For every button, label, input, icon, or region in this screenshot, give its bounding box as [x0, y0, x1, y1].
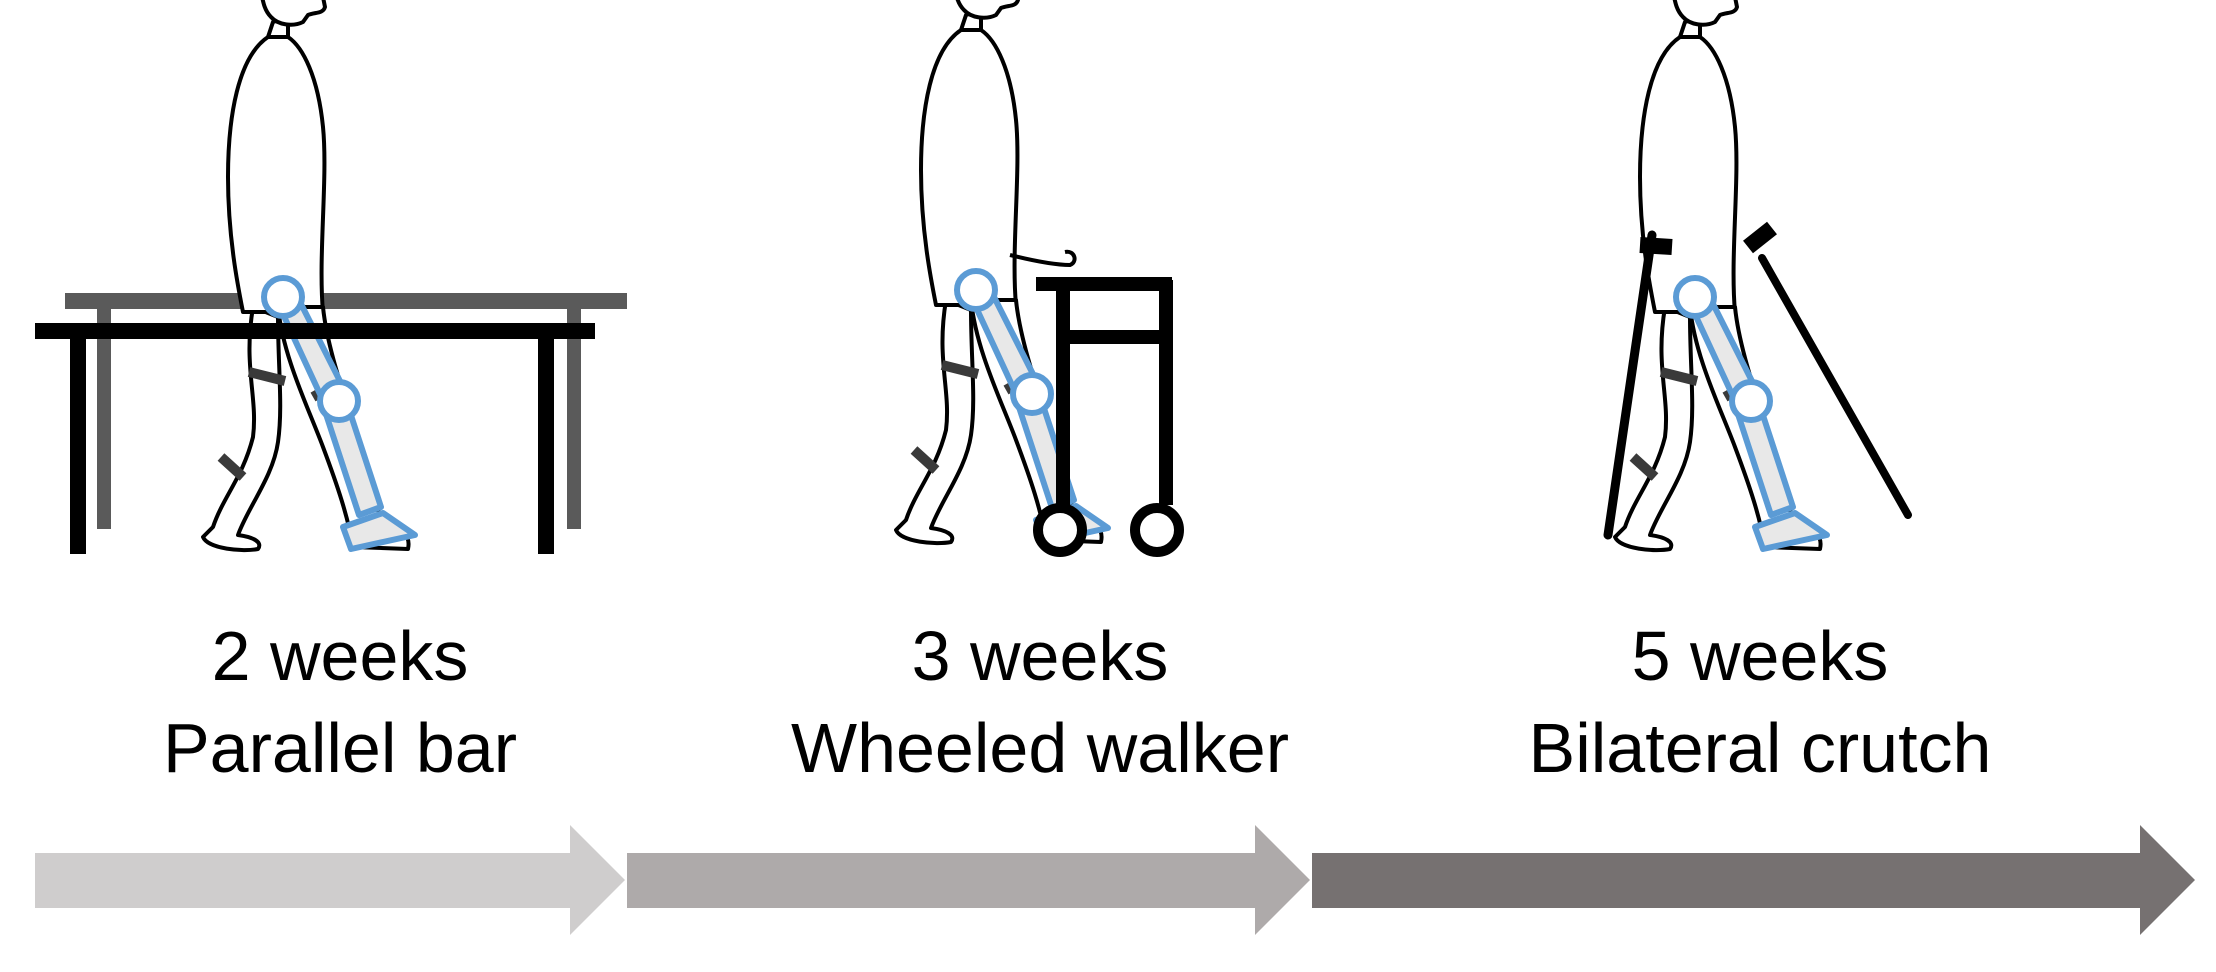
patient-figure-2 [896, 0, 1108, 543]
stage-2-label: 3 weeks Wheeled walker [690, 610, 1390, 794]
parallel-bar-rear [65, 293, 627, 529]
parallel-bar-front [35, 323, 595, 554]
stage-3-illustration [1603, 0, 1912, 550]
stage-2-illustration [896, 0, 1184, 557]
progress-arrow-1 [35, 825, 625, 935]
stage-1-illustration [35, 0, 627, 554]
progress-arrows [35, 825, 2195, 935]
stage-2-aid: Wheeled walker [791, 709, 1289, 787]
crutch-rear [1743, 221, 1912, 519]
stage-3-label: 5 weeks Bilateral crutch [1410, 610, 2110, 794]
stage-1-label: 2 weeks Parallel bar [0, 610, 690, 794]
stage-3-duration: 5 weeks [1631, 617, 1889, 695]
progress-arrow-3 [1312, 825, 2195, 935]
patient-figure-1 [203, 0, 415, 550]
stage-1-aid: Parallel bar [162, 709, 518, 787]
crutch-front [1603, 230, 1673, 540]
stage-2-duration: 3 weeks [911, 617, 1169, 695]
wheeled-walker [1009, 249, 1184, 557]
stage-3-aid: Bilateral crutch [1528, 709, 1992, 787]
stage-1-duration: 2 weeks [211, 617, 469, 695]
progress-arrow-2 [627, 825, 1310, 935]
